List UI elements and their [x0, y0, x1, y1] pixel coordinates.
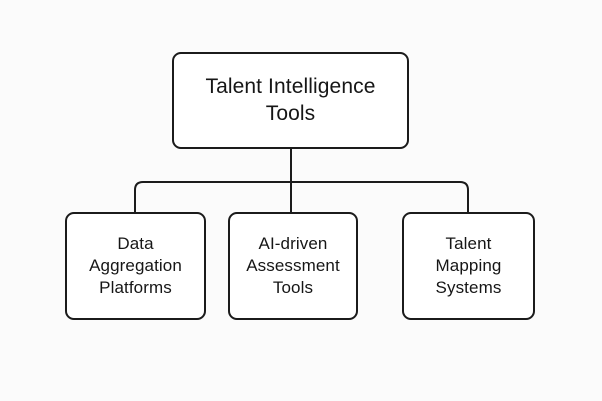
node-child-1-label: AI-driven Assessment Tools	[246, 234, 340, 297]
node-child-2-label: Talent Mapping Systems	[435, 234, 502, 297]
node-child-0-label: Data Aggregation Platforms	[89, 234, 182, 297]
node-talent-intelligence-tools[interactable]: Talent Intelligence Tools	[172, 52, 409, 149]
connector-bus-left-branch	[134, 181, 291, 212]
node-root-label: Talent Intelligence Tools	[205, 74, 376, 125]
node-talent-mapping-systems[interactable]: Talent Mapping Systems	[402, 212, 535, 320]
connector-bus-right-branch	[291, 181, 469, 212]
node-ai-driven-assessment-tools[interactable]: AI-driven Assessment Tools	[228, 212, 358, 320]
node-data-aggregation-platforms[interactable]: Data Aggregation Platforms	[65, 212, 206, 320]
